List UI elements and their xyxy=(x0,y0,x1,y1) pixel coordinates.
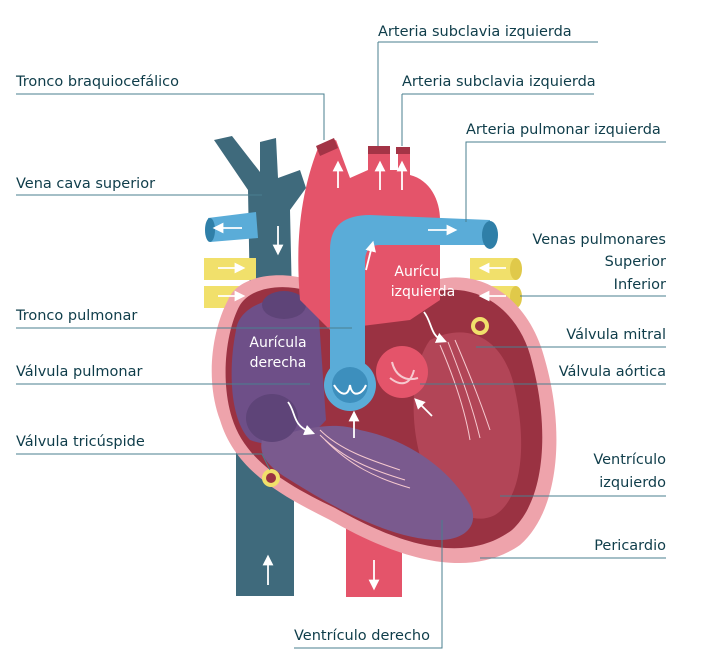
vena-cava-inferior-opening xyxy=(246,394,298,442)
arteria-pulmonar-der-opening xyxy=(205,218,215,242)
label-ventriculo-derecho: Ventrículo derecho xyxy=(294,628,430,644)
label-arteria-subclavia-1: Arteria subclavia izquierda xyxy=(378,24,572,40)
valvula-pulmonar-cusps xyxy=(333,384,367,395)
label-valvula-aortica: Válvula aórtica xyxy=(558,364,666,380)
leader-lines xyxy=(16,41,666,649)
label-pericardio: Pericardio xyxy=(594,538,666,554)
label-valvula-mitral: Válvula mitral xyxy=(566,327,666,343)
flow-arrows xyxy=(212,160,506,591)
valvula-aortica-shape xyxy=(376,346,428,398)
subclavia-2-top xyxy=(396,147,410,154)
vena-cava-superior-opening xyxy=(262,291,306,319)
subclavia-1-top xyxy=(368,146,390,154)
label-ventriculo-izquierdo-1: Ventrículo xyxy=(593,452,666,468)
label-superior: Superior xyxy=(604,254,666,270)
arteria-pulmonar-derecha xyxy=(208,212,258,242)
valvula-aortica-cusps xyxy=(389,361,419,385)
label-auricula-izquierda-1: Aurícula xyxy=(394,264,452,280)
label-auricula-derecha-1: Aurícula xyxy=(249,335,307,351)
cuerdas-tendinosas xyxy=(319,339,491,489)
label-inferior: Inferior xyxy=(613,277,666,293)
label-tronco-pulmonar: Tronco pulmonar xyxy=(16,308,138,324)
ventriculo-derecho-shape xyxy=(261,425,474,540)
label-arteria-subclavia-2: Arteria subclavia izquierda xyxy=(402,74,596,90)
braquiocefalico-top xyxy=(316,138,338,156)
valvula-mitral-marker xyxy=(471,317,489,335)
vena-cava-superior-shape xyxy=(214,136,306,300)
label-ventriculo-izquierdo-2: izquierdo xyxy=(599,475,666,491)
label-auricula-izquierda-2: izquierda xyxy=(390,284,456,300)
tronco-pulmonar-shape xyxy=(330,215,492,375)
label-tronco-braquiocefalico: Tronco braquiocefálico xyxy=(16,74,180,90)
label-auricula-derecha-2: derecha xyxy=(249,355,307,371)
label-valvula-pulmonar: Válvula pulmonar xyxy=(16,364,143,380)
label-arteria-pulmonar: Arteria pulmonar izquierda xyxy=(466,122,661,138)
label-vena-cava-superior: Vena cava superior xyxy=(16,176,156,192)
label-auricula-izquierda: Aurícula izquierda xyxy=(382,262,464,302)
arteria-pulmonar-opening xyxy=(482,221,498,249)
label-auricula-derecha: Aurícula derecha xyxy=(238,333,318,373)
label-valvula-tricuspide: Válvula tricúspide xyxy=(16,434,145,450)
valvula-tricuspide-marker xyxy=(262,469,280,487)
label-venas-pulmonares: Venas pulmonares xyxy=(532,232,666,248)
